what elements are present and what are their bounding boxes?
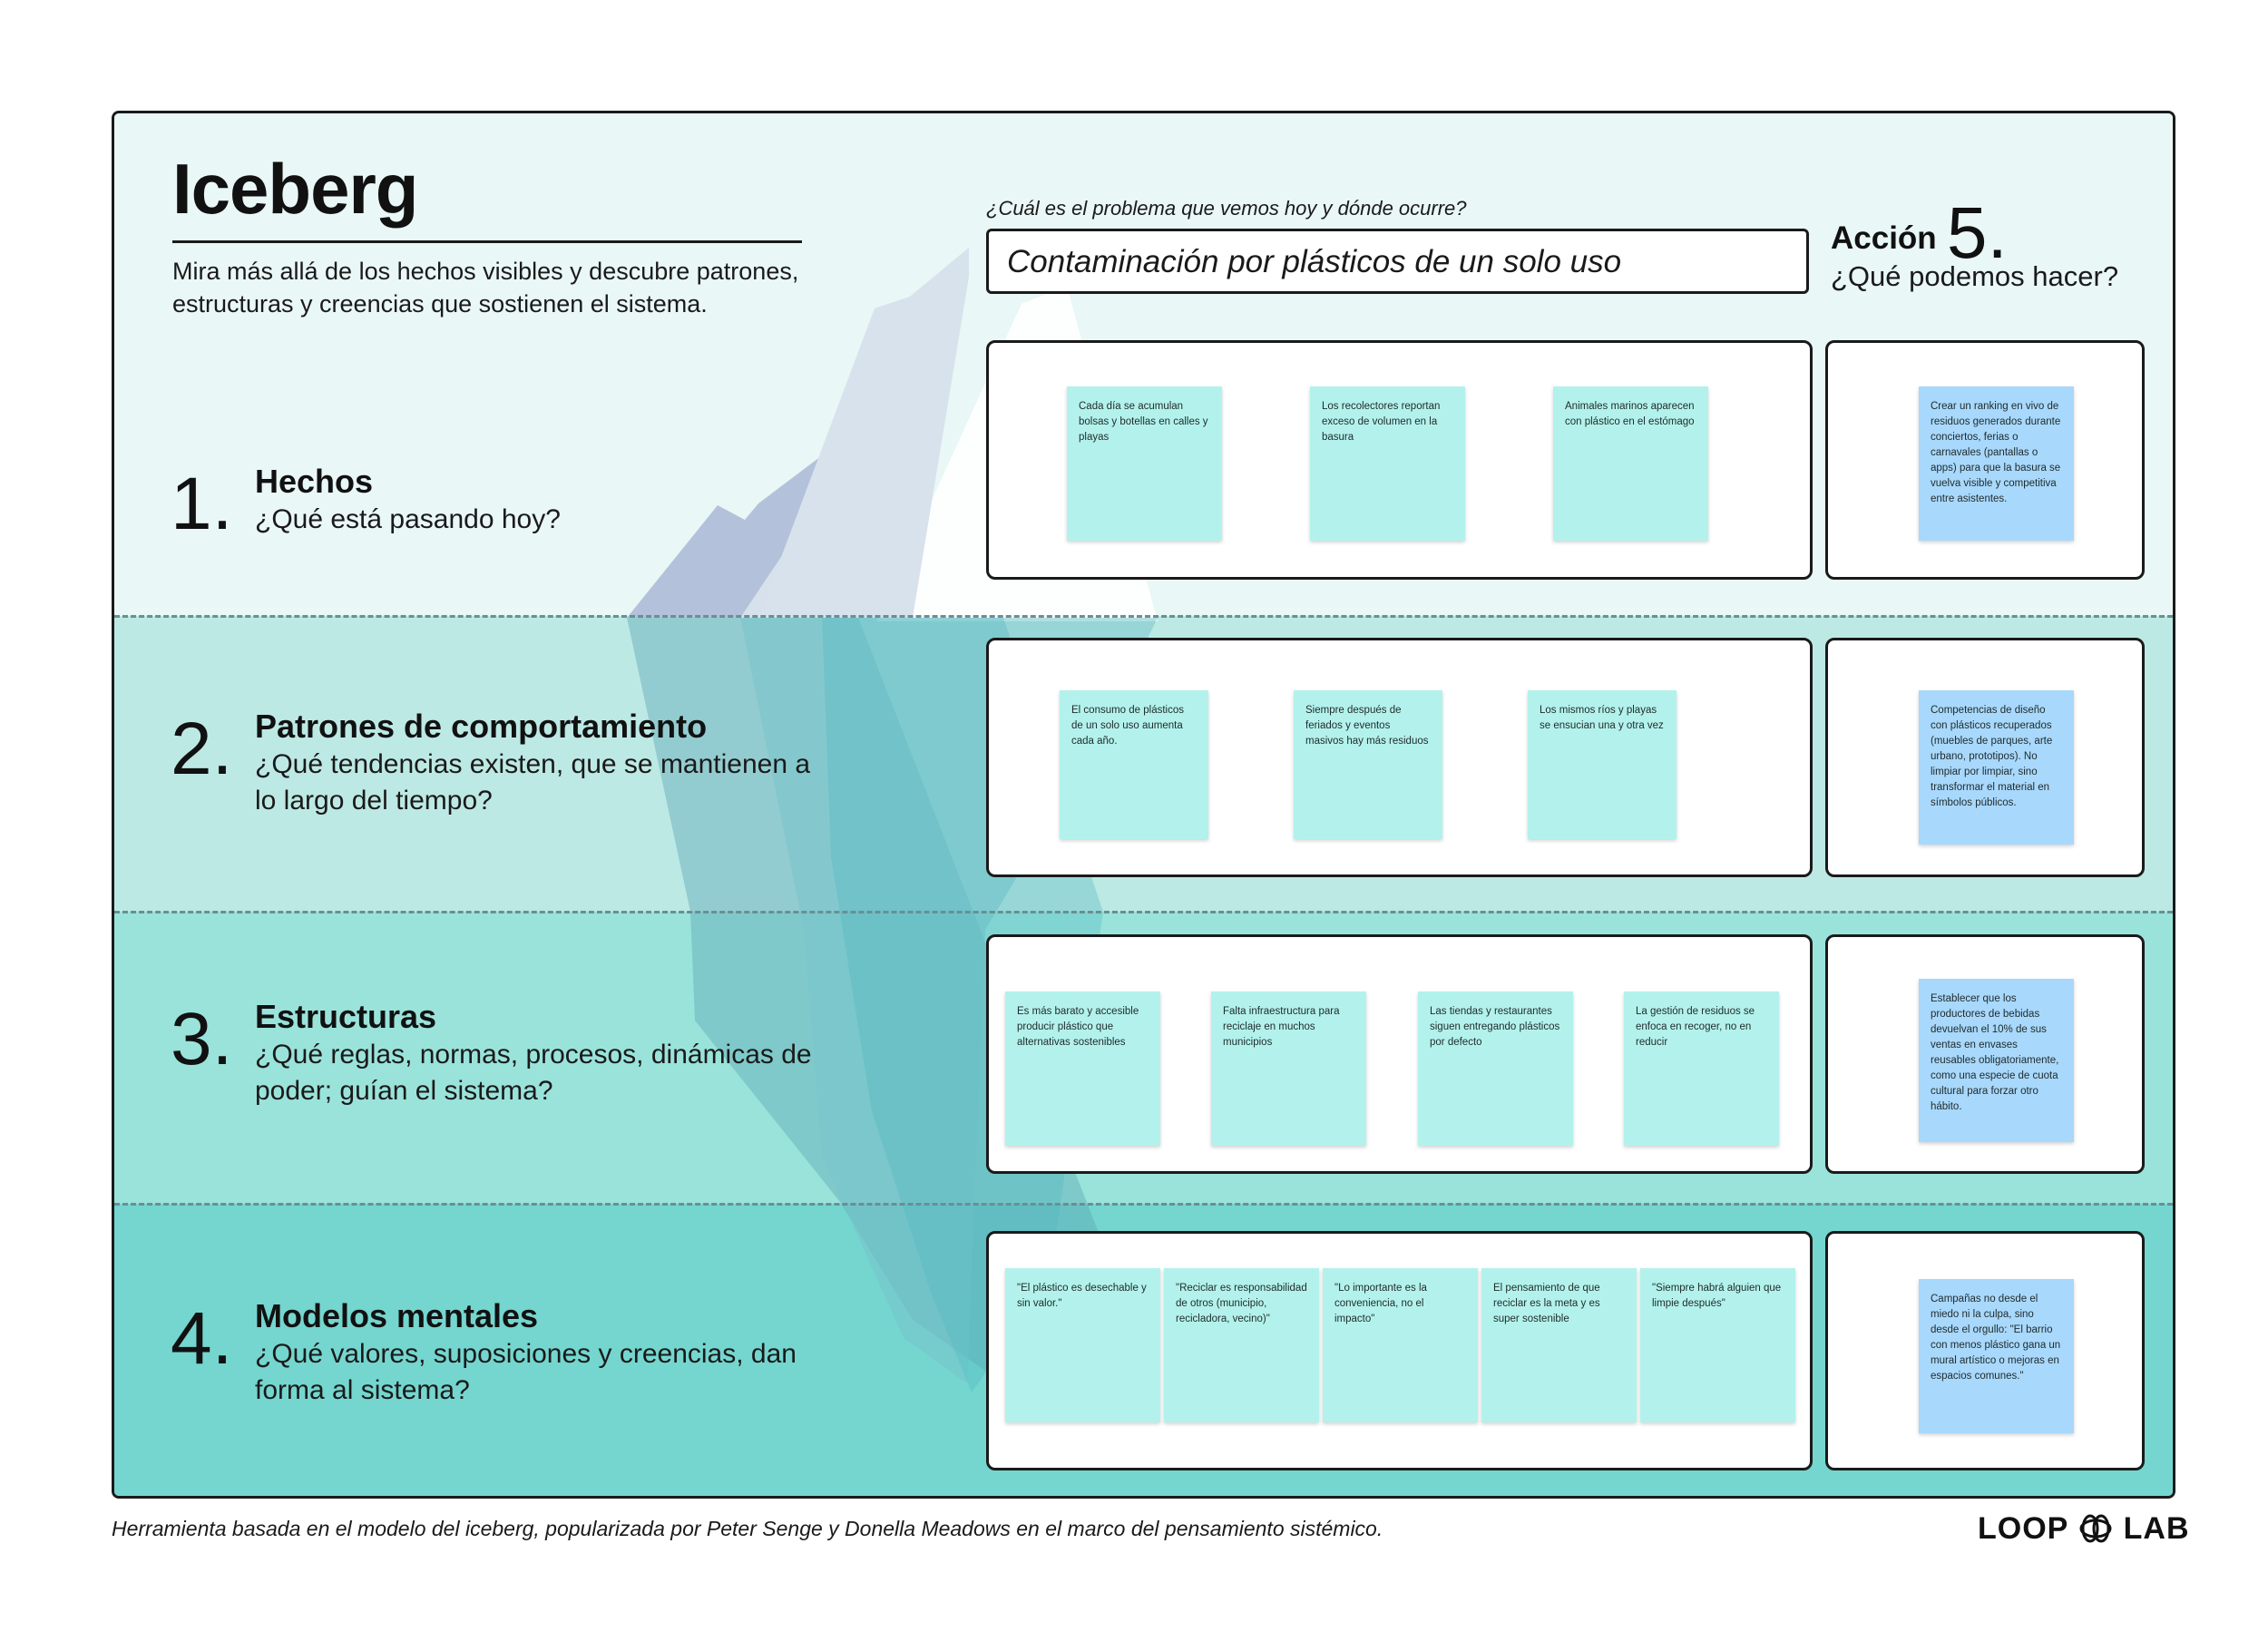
level-2-number: 2. — [171, 708, 233, 790]
action-sticky-note[interactable]: Crear un ranking en vivo de residuos gen… — [1919, 386, 2074, 541]
level-2-action-panel: Competencias de diseño con plásticos rec… — [1825, 638, 2145, 877]
action-label: Acción — [1831, 220, 1937, 256]
level-1-question: ¿Qué está pasando hoy? — [255, 504, 561, 534]
sticky-note[interactable]: "Siempre habrá alguien que limpie despué… — [1640, 1268, 1795, 1422]
level-1-notes-panel: Cada día se acumulan bolsas y botellas e… — [986, 340, 1813, 580]
level-2-title: Patrones de comportamiento — [255, 708, 708, 745]
level-3-action-panel: Establecer que los productores de bebida… — [1825, 934, 2145, 1174]
sticky-note[interactable]: Cada día se acumulan bolsas y botellas e… — [1067, 386, 1222, 541]
level-4-notes-panel: "El plástico es desechable y sin valor."… — [986, 1231, 1813, 1470]
sticky-note[interactable]: Es más barato y accesible producir plást… — [1005, 992, 1160, 1146]
logo-right-text: LAB — [2123, 1511, 2190, 1546]
iceberg-tip-front-b — [758, 248, 969, 618]
divider-2 — [114, 911, 2173, 913]
level-4-action-panel: Campañas no desde el miedo ni la culpa, … — [1825, 1231, 2145, 1470]
level-3-notes-panel: Es más barato y accesible producir plást… — [986, 934, 1813, 1174]
problem-question: ¿Cuál es el problema que vemos hoy y dón… — [986, 197, 1467, 220]
logo-left-text: LOOP — [1978, 1511, 2068, 1546]
level-4-question: ¿Qué valores, suposiciones y creencias, … — [255, 1339, 797, 1405]
sticky-note[interactable]: "Lo importante es la conveniencia, no el… — [1323, 1268, 1478, 1422]
action-sticky-note[interactable]: Establecer que los productores de bebida… — [1919, 979, 2074, 1142]
action-sticky-note[interactable]: Campañas no desde el miedo ni la culpa, … — [1919, 1279, 2074, 1433]
level-3-number: 3. — [171, 998, 233, 1080]
sticky-note[interactable]: Los mismos ríos y playas se ensucian una… — [1528, 690, 1677, 839]
sticky-note[interactable]: Animales marinos aparecen con plástico e… — [1553, 386, 1708, 541]
level-3-question: ¿Qué reglas, normas, procesos, dinámicas… — [255, 1040, 812, 1106]
action-number: 5. — [1947, 192, 2008, 273]
sticky-note[interactable]: Falta infraestructura para reciclaje en … — [1211, 992, 1366, 1146]
sticky-note[interactable]: "El plástico es desechable y sin valor." — [1005, 1268, 1160, 1422]
problem-value: Contaminación por plásticos de un solo u… — [1007, 244, 1622, 279]
level-1-action-panel: Crear un ranking en vivo de residuos gen… — [1825, 340, 2145, 580]
level-2-question: ¿Qué tendencias existen, que se mantiene… — [255, 749, 811, 816]
action-sticky-note[interactable]: Competencias de diseño con plásticos rec… — [1919, 690, 2074, 845]
level-2-notes-panel: El consumo de plásticos de un solo uso a… — [986, 638, 1813, 877]
sticky-note[interactable]: La gestión de residuos se enfoca en reco… — [1624, 992, 1779, 1146]
divider-3 — [114, 1203, 2173, 1206]
level-4-title: Modelos mentales — [255, 1297, 539, 1334]
level-4-number: 4. — [171, 1297, 233, 1380]
sticky-note[interactable]: Las tiendas y restaurantes siguen entreg… — [1418, 992, 1573, 1146]
sticky-note[interactable]: "Reciclar es responsabilidad de otros (m… — [1164, 1268, 1319, 1422]
sticky-note[interactable]: Siempre después de feriados y eventos ma… — [1294, 690, 1442, 839]
loop-knot-icon — [2079, 1514, 2112, 1543]
loop-lab-logo: LOOP LAB — [1978, 1511, 2190, 1547]
page-title: Iceberg — [172, 149, 418, 229]
level-3-title: Estructuras — [255, 998, 437, 1035]
footer-credit: Herramienta basada en el modelo del iceb… — [112, 1517, 1383, 1540]
sticky-note[interactable]: El consumo de plásticos de un solo uso a… — [1060, 690, 1208, 839]
action-question: ¿Qué podemos hacer? — [1831, 260, 2119, 292]
page-subtitle: Mira más allá de los hechos visibles y d… — [172, 258, 799, 318]
divider-1 — [114, 615, 2173, 618]
problem-field[interactable]: Contaminación por plásticos de un solo u… — [986, 229, 1809, 294]
sticky-note[interactable]: El pensamiento de que reciclar es la met… — [1481, 1268, 1637, 1422]
level-1-title: Hechos — [255, 463, 374, 500]
title-rule — [172, 240, 802, 243]
level-1-number: 1. — [171, 463, 233, 545]
sticky-note[interactable]: Los recolectores reportan exceso de volu… — [1310, 386, 1465, 541]
iceberg-board: Iceberg Mira más allá de los hechos visi… — [112, 111, 2175, 1499]
